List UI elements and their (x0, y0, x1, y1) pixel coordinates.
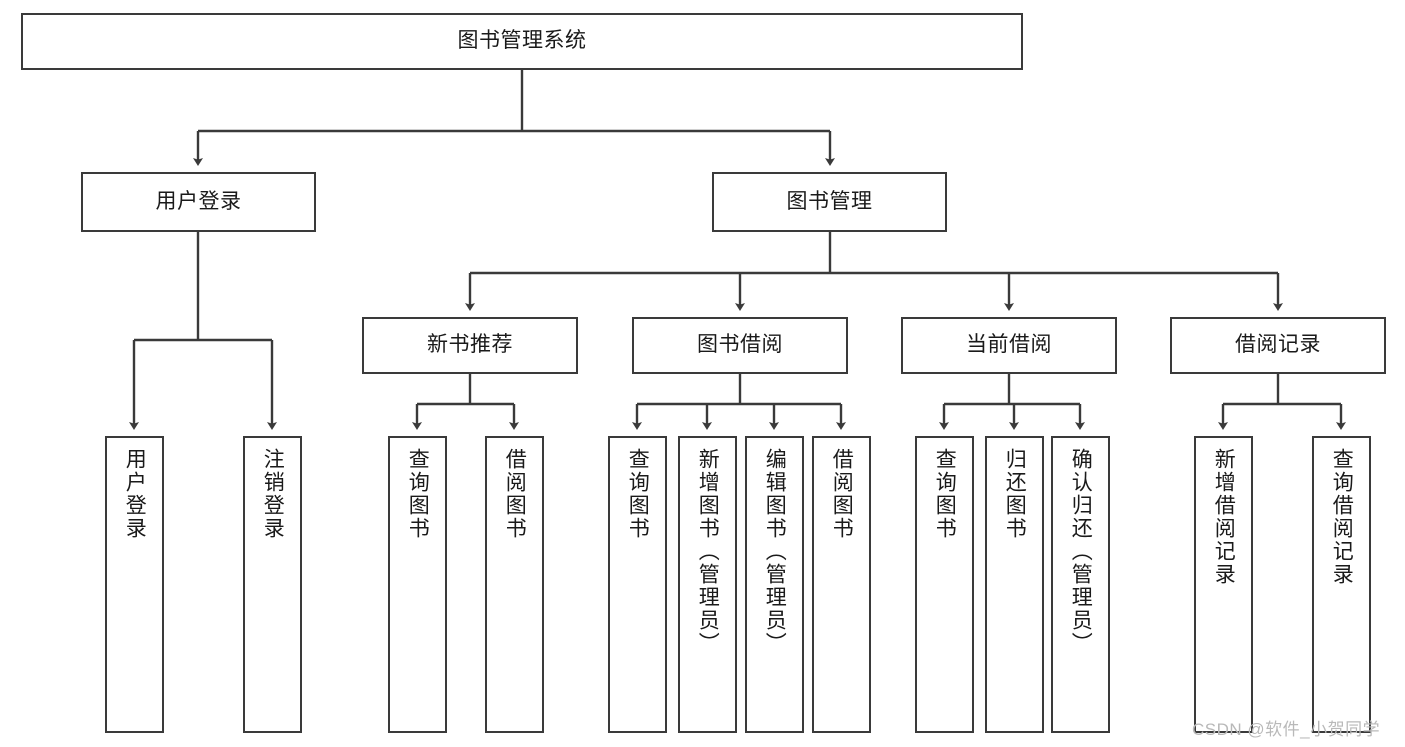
node-new-book-recommend-label: 新书推荐 (427, 333, 513, 357)
node-borrow-record[interactable]: 借阅记录 (1170, 317, 1386, 374)
node-leaf-add-record[interactable]: 新增借阅记录 (1194, 436, 1253, 733)
node-root-label: 图书管理系统 (457, 29, 587, 53)
node-leaf-add-record-label: 新增借阅记录 (1212, 448, 1236, 586)
node-leaf-query-book-3-label: 查询图书 (933, 448, 957, 540)
node-current-borrow-label: 当前借阅 (966, 333, 1052, 357)
node-leaf-query-book-1[interactable]: 查询图书 (388, 436, 447, 733)
node-leaf-user-login[interactable]: 用户登录 (105, 436, 164, 733)
node-leaf-query-book-3[interactable]: 查询图书 (915, 436, 974, 733)
node-leaf-user-logout[interactable]: 注销登录 (243, 436, 302, 733)
node-leaf-query-record-label: 查询借阅记录 (1330, 448, 1354, 586)
node-leaf-borrow-book-2[interactable]: 借阅图书 (812, 436, 871, 733)
node-leaf-query-book-1-label: 查询图书 (406, 448, 430, 540)
node-leaf-borrow-book-2-label: 借阅图书 (830, 448, 854, 540)
node-root[interactable]: 图书管理系统 (21, 13, 1023, 70)
node-leaf-user-logout-label: 注销登录 (261, 448, 285, 540)
node-book-manage-label: 图书管理 (786, 189, 873, 213)
node-leaf-borrow-book-1-label: 借阅图书 (503, 448, 527, 540)
node-user-login-label: 用户登录 (155, 189, 242, 213)
node-leaf-query-book-2[interactable]: 查询图书 (608, 436, 667, 733)
node-new-book-recommend[interactable]: 新书推荐 (362, 317, 578, 374)
node-borrow-record-label: 借阅记录 (1235, 333, 1321, 357)
node-book-borrow-label: 图书借阅 (697, 333, 783, 357)
node-leaf-edit-book-label: 编辑图书（管理员） (763, 448, 787, 655)
node-leaf-borrow-book-1[interactable]: 借阅图书 (485, 436, 544, 733)
node-leaf-add-book-label: 新增图书（管理员） (696, 448, 720, 655)
watermark-text: CSDN @软件_小贺同学 (1192, 720, 1381, 739)
node-leaf-user-login-label: 用户登录 (123, 448, 147, 540)
node-leaf-query-book-2-label: 查询图书 (626, 448, 650, 540)
node-leaf-confirm-return-label: 确认归还（管理员） (1069, 448, 1093, 655)
node-current-borrow[interactable]: 当前借阅 (901, 317, 1117, 374)
node-book-borrow[interactable]: 图书借阅 (632, 317, 848, 374)
node-leaf-add-book[interactable]: 新增图书（管理员） (678, 436, 737, 733)
node-book-manage[interactable]: 图书管理 (712, 172, 947, 232)
node-leaf-edit-book[interactable]: 编辑图书（管理员） (745, 436, 804, 733)
node-user-login[interactable]: 用户登录 (81, 172, 316, 232)
node-leaf-confirm-return[interactable]: 确认归还（管理员） (1051, 436, 1110, 733)
node-leaf-return-book-label: 归还图书 (1003, 448, 1027, 540)
node-leaf-return-book[interactable]: 归还图书 (985, 436, 1044, 733)
node-leaf-query-record[interactable]: 查询借阅记录 (1312, 436, 1371, 733)
